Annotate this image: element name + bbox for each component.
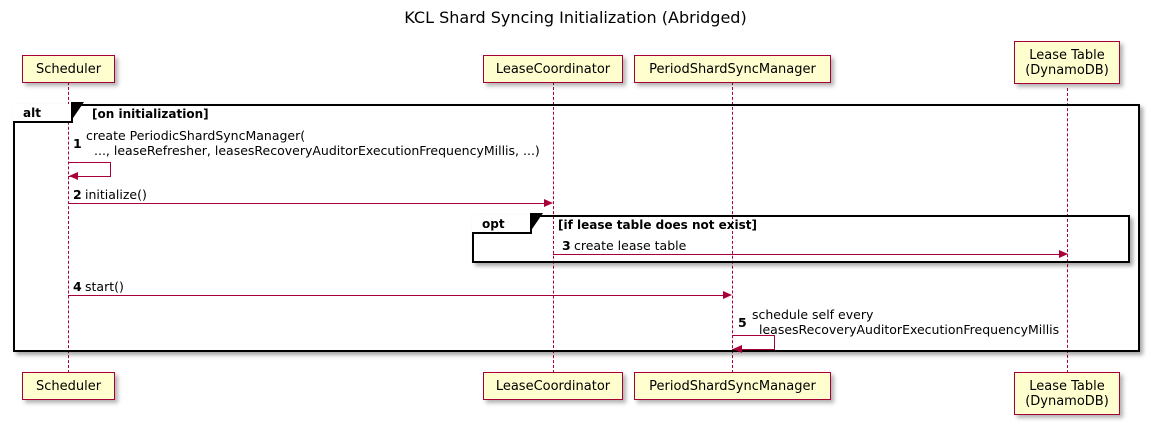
participant-label-line1: Lease Table <box>1029 378 1105 394</box>
participant-label: LeaseCoordinator <box>495 378 611 394</box>
participant-lease-table-top[interactable]: Lease Table (DynamoDB) <box>1014 41 1120 84</box>
message-1-number: 1 <box>73 136 82 151</box>
message-1-label-line1: create PeriodicShardSyncManager( <box>86 128 306 143</box>
participant-label-line2: (DynamoDB) <box>1025 62 1109 78</box>
message-2-label: initialize() <box>85 187 147 202</box>
participant-label-line2: (DynamoDB) <box>1025 393 1109 409</box>
message-2-number: 2 <box>73 187 82 202</box>
message-4-label: start() <box>85 279 124 294</box>
participant-label: Scheduler <box>35 378 102 394</box>
message-3-label: create lease table <box>574 238 687 253</box>
message-5-label-line1: schedule self every <box>752 307 874 322</box>
fragment-opt-condition: [if lease table does not exist] <box>558 218 758 232</box>
lifeline-lease-coordinator <box>553 82 554 373</box>
participant-scheduler-top[interactable]: Scheduler <box>22 55 115 83</box>
message-4-line <box>68 295 723 296</box>
fragment-opt-operator-label: opt <box>482 216 505 231</box>
message-3-number: 3 <box>562 238 571 253</box>
fragment-alt-operator-tab: alt <box>13 102 84 123</box>
message-3-arrowhead <box>1059 250 1068 258</box>
participant-lease-coordinator-top[interactable]: LeaseCoordinator <box>483 55 623 83</box>
message-5-label-line2: leasesRecoveryAuditorExecutionFrequencyM… <box>759 322 1060 337</box>
participant-period-shard-sync-manager-bottom[interactable]: PeriodShardSyncManager <box>634 372 831 400</box>
fragment-tab-notch <box>530 213 541 230</box>
message-2-line <box>68 203 544 204</box>
lifeline-period-shard-sync-manager <box>732 82 733 373</box>
lifeline-scheduler <box>68 82 69 373</box>
participant-label: Scheduler <box>35 61 102 77</box>
participant-lease-coordinator-bottom[interactable]: LeaseCoordinator <box>483 372 623 400</box>
participant-lease-table-bottom[interactable]: Lease Table (DynamoDB) <box>1014 372 1120 415</box>
message-2-arrowhead <box>544 199 553 207</box>
lifeline-lease-table <box>1067 88 1068 373</box>
fragment-tab-notch <box>71 102 82 119</box>
fragment-alt-operator-label: alt <box>23 105 41 120</box>
participant-label: PeriodShardSyncManager <box>649 378 816 394</box>
participant-period-shard-sync-manager-top[interactable]: PeriodShardSyncManager <box>634 55 831 83</box>
message-5-self-call-box <box>732 335 775 350</box>
participant-label: PeriodShardSyncManager <box>649 61 816 77</box>
fragment-alt <box>13 104 1140 352</box>
fragment-opt <box>472 215 1130 263</box>
message-1-self-call-box <box>68 162 111 177</box>
message-5-number: 5 <box>738 315 747 330</box>
message-5-arrowhead <box>733 345 742 353</box>
message-3-line <box>553 254 1059 255</box>
participant-scheduler-bottom[interactable]: Scheduler <box>22 372 115 400</box>
message-4-arrowhead <box>723 291 732 299</box>
message-1-label-line2: ..., leaseRefresher, leasesRecoveryAudit… <box>94 143 540 158</box>
message-4-number: 4 <box>73 279 82 294</box>
participant-label-line1: Lease Table <box>1029 47 1105 63</box>
message-1-arrowhead <box>69 172 78 180</box>
page-title: KCL Shard Syncing Initialization (Abridg… <box>404 8 747 27</box>
participant-label: LeaseCoordinator <box>495 61 611 77</box>
fragment-alt-condition: [on initialization] <box>92 107 209 121</box>
fragment-opt-operator-tab: opt <box>472 213 543 234</box>
